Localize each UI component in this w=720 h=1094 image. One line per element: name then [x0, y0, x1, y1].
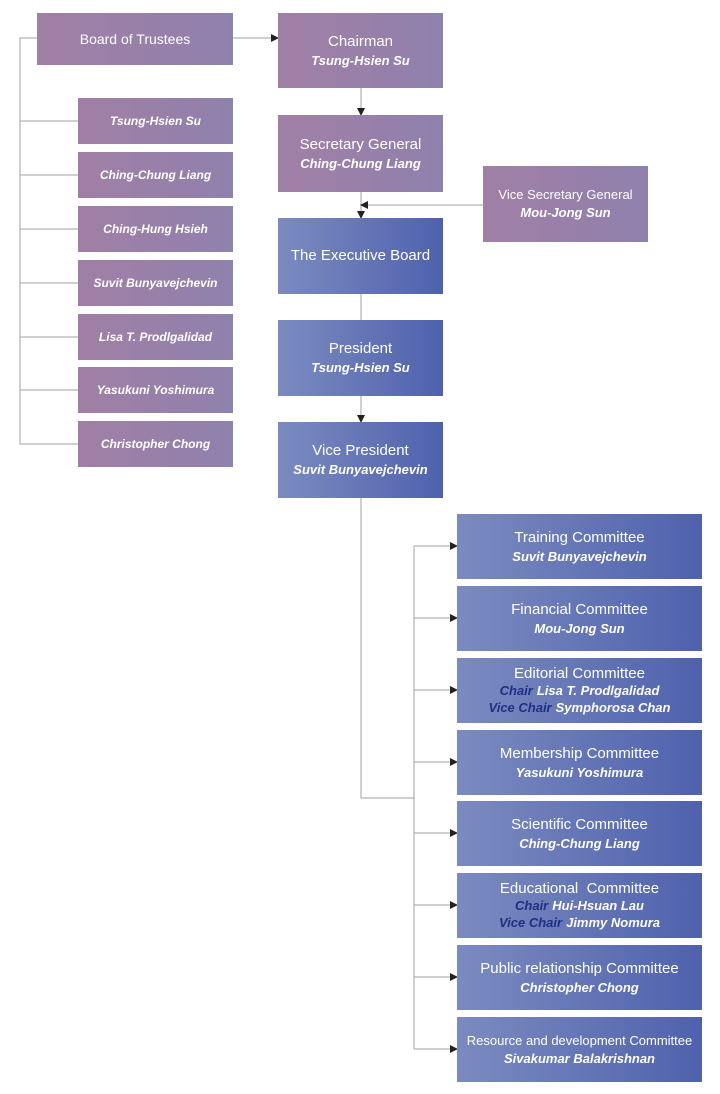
trustee-member-box: Christopher Chong	[78, 421, 233, 467]
vice-secretary-general-name: Mou-Jong Sun	[520, 205, 611, 220]
trustee-member-box: Lisa T. Prodlgalidad	[78, 314, 233, 360]
president-name: Tsung-Hsien Su	[311, 360, 410, 376]
board-of-trustees-box: Board of Trustees	[37, 13, 233, 65]
executive-board-title: The Executive Board	[290, 246, 431, 264]
secretary-general-name: Ching-Chung Liang	[300, 155, 421, 171]
vice-secretary-general-box: Vice Secretary General Mou-Jong Sun	[483, 166, 648, 242]
committee-chair-name: Ching-Chung Liang	[519, 835, 640, 851]
trustee-member-box: Tsung-Hsien Su	[78, 98, 233, 144]
committee-title: Scientific Committee	[511, 815, 648, 833]
committee-chair-name: Sivakumar Balakrishnan	[503, 1050, 656, 1066]
committee-title: Membership Committee	[499, 744, 660, 762]
trustee-member-name: Yasukuni Yoshimura	[96, 382, 215, 397]
financial-committee-box: Financial Committee Mou-Jong Sun	[457, 586, 702, 651]
chairman-title: Chairman	[327, 32, 394, 50]
committee-chair-name: Mou-Jong Sun	[534, 620, 625, 636]
trustee-member-box: Ching-Chung Liang	[78, 152, 233, 198]
vice-chair-name: Jimmy Nomura	[566, 915, 661, 931]
committee-chair-name: Yasukuni Yoshimura	[515, 764, 644, 780]
membership-committee-box: Membership Committee Yasukuni Yoshimura	[457, 730, 702, 795]
trustee-member-box: Ching-Hung Hsieh	[78, 206, 233, 252]
trustee-member-name: Christopher Chong	[100, 436, 211, 451]
secretary-general-box: Secretary General Ching-Chung Liang	[278, 115, 443, 192]
committee-chair-name: Suvit Bunyavejchevin	[512, 548, 647, 564]
trustee-member-name: Ching-Hung Hsieh	[103, 221, 208, 236]
vice-chair-label: Vice Chair	[488, 700, 552, 716]
trustee-member-name: Suvit Bunyavejchevin	[93, 275, 218, 290]
training-committee-box: Training Committee Suvit Bunyavejchevin	[457, 514, 702, 579]
vice-chair-label: Vice Chair	[498, 915, 563, 931]
president-title: President	[328, 340, 393, 358]
executive-board-box: The Executive Board	[278, 218, 443, 294]
committee-title: Training Committee	[514, 528, 645, 546]
scientific-committee-box: Scientific Committee Ching-Chung Liang	[457, 801, 702, 866]
trustee-member-box: Suvit Bunyavejchevin	[78, 260, 233, 306]
vice-president-title: Vice President	[312, 442, 409, 460]
committee-title: Resource and development Committee	[466, 1032, 693, 1048]
trustee-member-name: Ching-Chung Liang	[99, 167, 212, 182]
public-relationship-committee-box: Public relationship Committee Christophe…	[457, 945, 702, 1010]
chair-label: Chair	[515, 898, 549, 914]
committee-title: Educational Committee	[499, 879, 660, 897]
chair-name: Hui-Hsuan Lau	[552, 898, 644, 914]
vice-chair-name: Symphorosa Chan	[555, 700, 671, 716]
committee-title: Financial Committee	[511, 600, 648, 618]
board-of-trustees-title: Board of Trustees	[79, 30, 191, 47]
chairman-box: Chairman Tsung-Hsien Su	[278, 13, 443, 88]
secretary-general-title: Secretary General	[299, 135, 422, 153]
vice-president-name: Suvit Bunyavejchevin	[293, 462, 428, 478]
chair-name: Lisa T. Prodlgalidad	[536, 683, 660, 699]
chairman-name: Tsung-Hsien Su	[311, 52, 410, 68]
vice-secretary-general-title: Vice Secretary General	[498, 187, 633, 203]
committee-title: Public relationship Committee	[480, 959, 679, 977]
chair-label: Chair	[499, 683, 533, 699]
president-box: President Tsung-Hsien Su	[278, 320, 443, 396]
trustee-member-name: Tsung-Hsien Su	[110, 113, 201, 128]
resource-development-committee-box: Resource and development Committee Sivak…	[457, 1017, 702, 1082]
trustee-member-name: Lisa T. Prodlgalidad	[98, 329, 213, 344]
vice-president-box: Vice President Suvit Bunyavejchevin	[278, 422, 443, 498]
trustee-member-box: Yasukuni Yoshimura	[78, 367, 233, 413]
committee-chair-name: Christopher Chong	[520, 979, 639, 995]
committee-title: Editorial Committee	[514, 664, 645, 682]
